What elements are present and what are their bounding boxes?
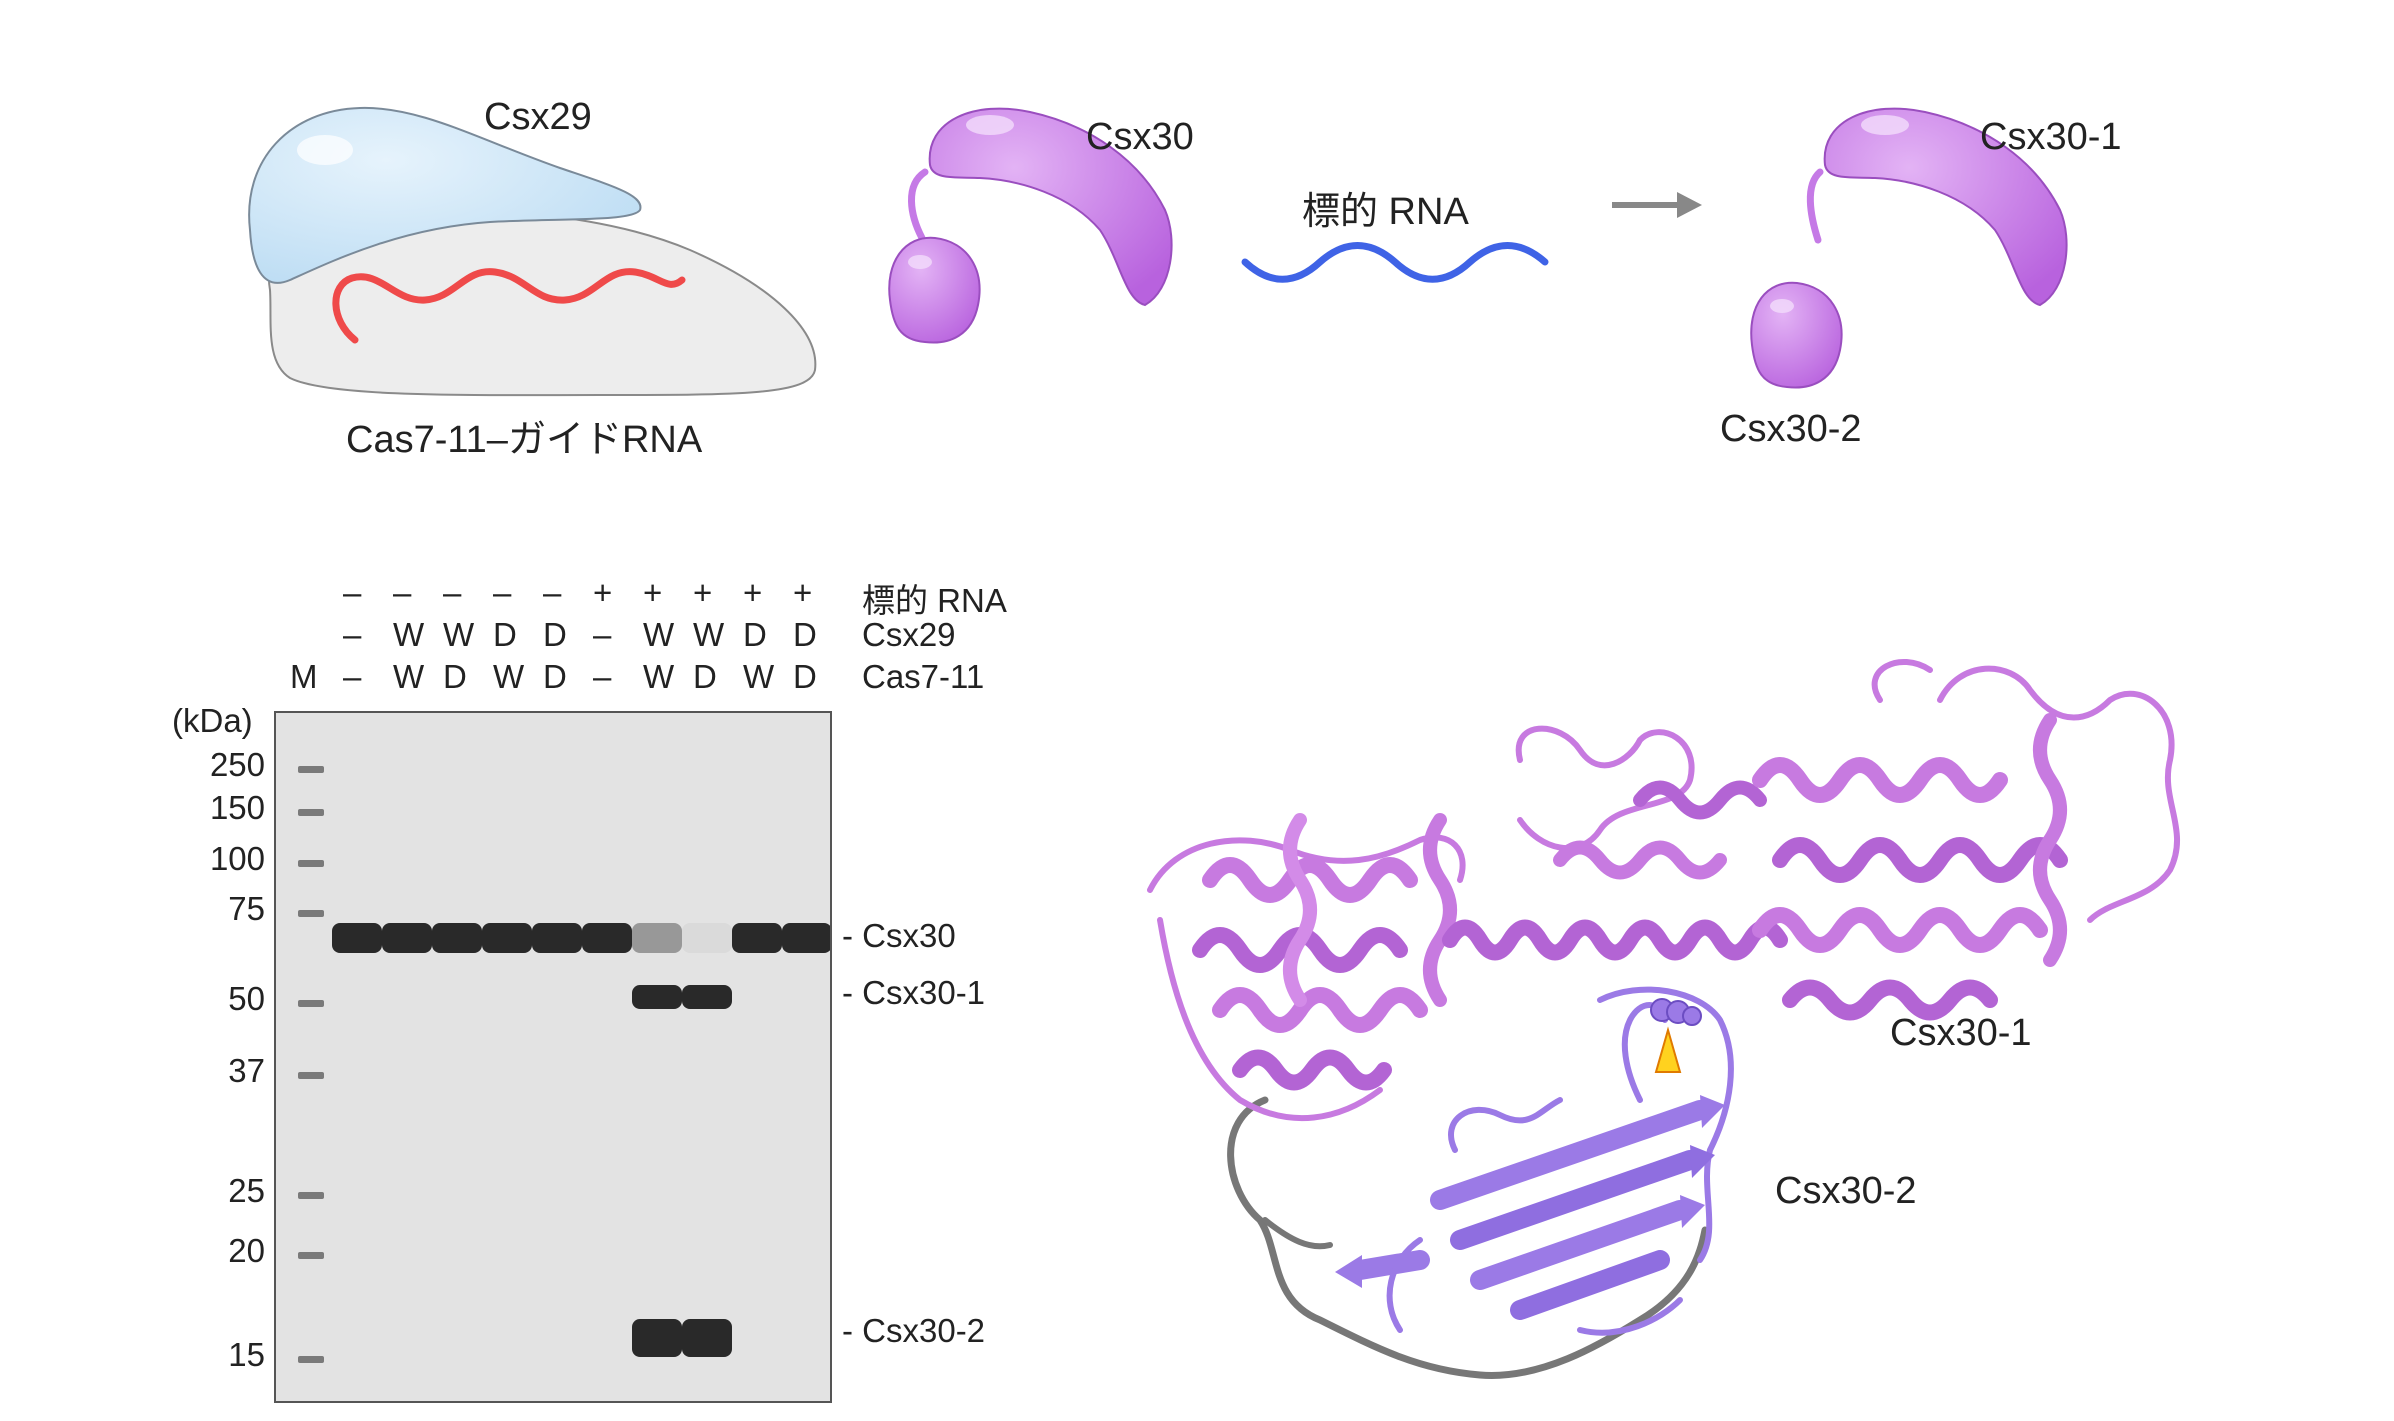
csx30-label: Csx30 <box>1086 116 1194 158</box>
kda-label: (kDa) <box>172 702 253 739</box>
lane-6-cas711-symbol: – <box>593 658 612 695</box>
band-csx30 <box>632 923 682 953</box>
band-csx30 <box>382 923 432 953</box>
lane-3-target-rna-symbol: – <box>443 574 462 611</box>
marker-250-label: 250 <box>209 746 265 783</box>
ladder-band <box>298 1072 324 1079</box>
lane-8-cas711-symbol: D <box>693 658 717 695</box>
band-csx30-1 <box>682 985 732 1009</box>
lane-6-csx29-symbol: – <box>593 616 612 653</box>
csx30-2-label: Csx30-2 <box>1720 408 1862 450</box>
marker-15-label: 15 <box>228 1336 265 1373</box>
ladder-band <box>298 1356 324 1363</box>
csx29-label: Csx29 <box>484 96 592 138</box>
lane-3-cas711-symbol: D <box>443 658 467 695</box>
ladder-band <box>298 1000 324 1007</box>
target-rna-wave <box>1241 242 1549 283</box>
cleavage-site-marker <box>1654 1026 1682 1073</box>
lane-8-target-rna-symbol: + <box>693 574 713 611</box>
lane-1-target-rna-symbol: – <box>343 574 362 611</box>
lane-5-cas711-symbol: D <box>543 658 567 695</box>
gel-image <box>274 711 832 1403</box>
guide-rna-wave <box>332 268 686 344</box>
lane-3-csx29-symbol: W <box>443 616 475 653</box>
ladder-band <box>298 860 324 867</box>
band-csx30 <box>682 923 732 953</box>
csx30-2-shape <box>1750 281 1843 389</box>
lane-6-target-rna-symbol: + <box>593 574 613 611</box>
lane-9-cas711-symbol: W <box>743 658 775 695</box>
lane-4-csx29-symbol: D <box>493 616 517 653</box>
lane-10-target-rna-symbol: + <box>793 574 813 611</box>
lane-2-target-rna-symbol: – <box>393 574 412 611</box>
marker-20-label: 20 <box>228 1232 265 1269</box>
band-csx30 <box>482 923 532 953</box>
band-csx30 <box>332 923 382 953</box>
lane-10-cas711-symbol: D <box>793 658 817 695</box>
protein-structure <box>1147 658 2181 1379</box>
csx30-1-shape <box>1806 107 2068 307</box>
lane-1-csx29-symbol: – <box>343 616 362 653</box>
lane-5-target-rna-symbol: – <box>543 574 562 611</box>
row-label-csx29: Csx29 <box>862 616 956 653</box>
band-label-csx30-1: - Csx30-1 <box>842 974 986 1011</box>
lane-5-csx29-symbol: D <box>543 616 567 653</box>
band-csx30 <box>732 923 782 953</box>
row-label-cas711: Cas7-11 <box>862 658 985 695</box>
band-csx30 <box>432 923 482 953</box>
lane-9-csx29-symbol: D <box>743 616 767 653</box>
band-label-csx30-2: - Csx30-2 <box>842 1312 986 1349</box>
lane-10-csx29-symbol: D <box>793 616 817 653</box>
lane-1-cas711-symbol: – <box>343 658 362 695</box>
marker-25-label: 25 <box>228 1172 265 1209</box>
lane-2-csx29-symbol: W <box>393 616 425 653</box>
cas711-guide-label: Cas7-11–ガイドRNA <box>346 419 703 461</box>
structure-csx30-1-label: Csx30-1 <box>1890 1012 2032 1054</box>
structure-csx30-2-label: Csx30-2 <box>1775 1170 1917 1212</box>
csx30-intact-shape <box>888 107 1173 344</box>
ladder-band <box>298 766 324 773</box>
ladder-band <box>298 809 324 816</box>
csx30-1-label: Csx30-1 <box>1980 116 2122 158</box>
ladder-band <box>298 1192 324 1199</box>
band-csx30 <box>532 923 582 953</box>
marker-75-label: 75 <box>228 890 265 927</box>
band-csx30-1 <box>632 985 682 1009</box>
band-label-csx30: - Csx30 <box>842 917 956 954</box>
lane-2-cas711-symbol: W <box>393 658 425 695</box>
band-csx30-2 <box>682 1319 732 1357</box>
lane-4-cas711-symbol: W <box>493 658 525 695</box>
lane-7-target-rna-symbol: + <box>643 574 663 611</box>
marker-lane-label: M <box>290 658 318 695</box>
lane-7-csx29-symbol: W <box>643 616 675 653</box>
lane-4-target-rna-symbol: – <box>493 574 512 611</box>
ladder-band <box>298 1252 324 1259</box>
marker-50-label: 50 <box>228 980 265 1017</box>
marker-100-label: 100 <box>209 840 265 877</box>
lane-9-target-rna-symbol: + <box>743 574 763 611</box>
band-csx30 <box>782 923 830 953</box>
band-csx30 <box>582 923 632 953</box>
target-rna-label: 標的 RNA <box>1302 191 1469 233</box>
lane-7-cas711-symbol: W <box>643 658 675 695</box>
band-csx30-2 <box>632 1319 682 1357</box>
ladder-band <box>298 910 324 917</box>
marker-37-label: 37 <box>228 1052 265 1089</box>
row-label-target-rna: 標的 RNA <box>862 582 1007 619</box>
marker-150-label: 150 <box>209 789 265 826</box>
lane-8-csx29-symbol: W <box>693 616 725 653</box>
